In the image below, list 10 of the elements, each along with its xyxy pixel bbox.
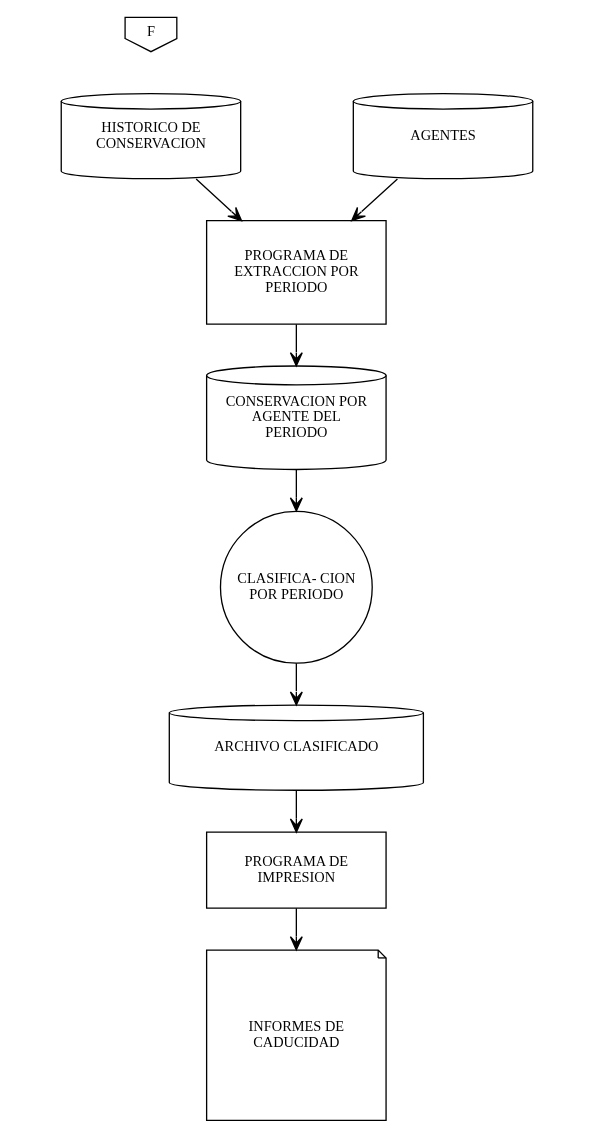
arrow <box>289 789 303 833</box>
arrow <box>289 907 303 951</box>
arrow <box>289 468 303 512</box>
node-box: PROGRAMA DE EXTRACCION POR PERIODO <box>205 219 387 325</box>
arrow <box>289 323 303 367</box>
node-circle: CLASIFICA- CION POR PERIODO <box>219 510 373 664</box>
arrow <box>195 178 243 222</box>
arrow <box>351 178 399 222</box>
node-box: PROGRAMA DE IMPRESION <box>205 831 387 909</box>
arrow <box>289 662 303 706</box>
